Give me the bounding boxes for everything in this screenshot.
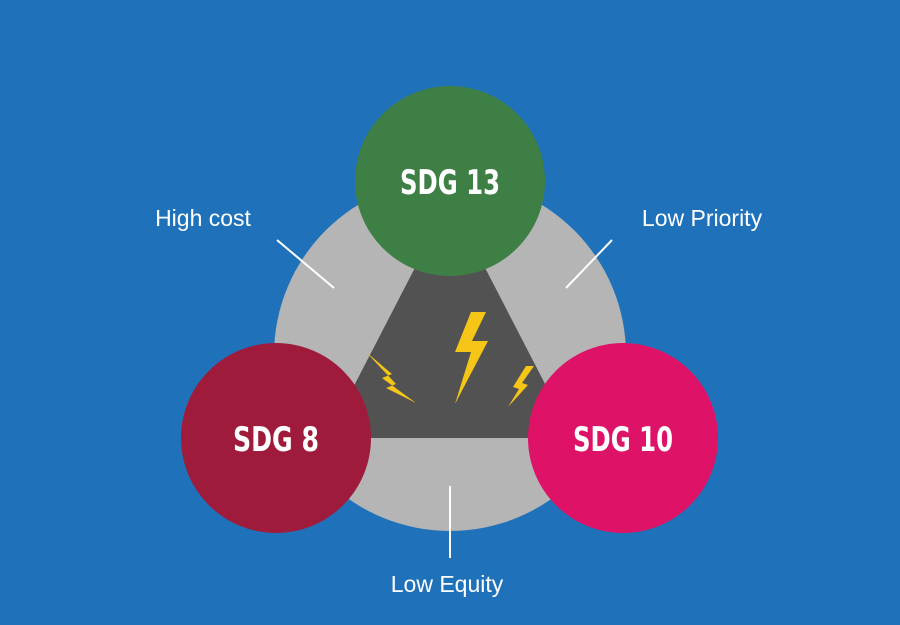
connector-high-cost xyxy=(276,239,335,289)
sdg8-node xyxy=(181,343,371,533)
lightning-bolt-icon xyxy=(508,366,534,407)
tension-label-low-equity: Low Equity xyxy=(391,571,504,597)
sdg10-label: SDG 10 xyxy=(573,420,673,460)
tension-label-high-cost: High cost xyxy=(155,205,251,231)
lightning-bolt-icon xyxy=(366,352,416,403)
sdg13-node xyxy=(355,86,545,276)
tension-label-low-priority: Low Priority xyxy=(642,205,763,231)
sdg10-node xyxy=(528,343,718,533)
sdg13-label: SDG 13 xyxy=(400,163,500,203)
connector-low-priority xyxy=(565,239,613,289)
sdg8-label: SDG 8 xyxy=(233,420,319,460)
lightning-bolt-icon xyxy=(455,312,488,404)
